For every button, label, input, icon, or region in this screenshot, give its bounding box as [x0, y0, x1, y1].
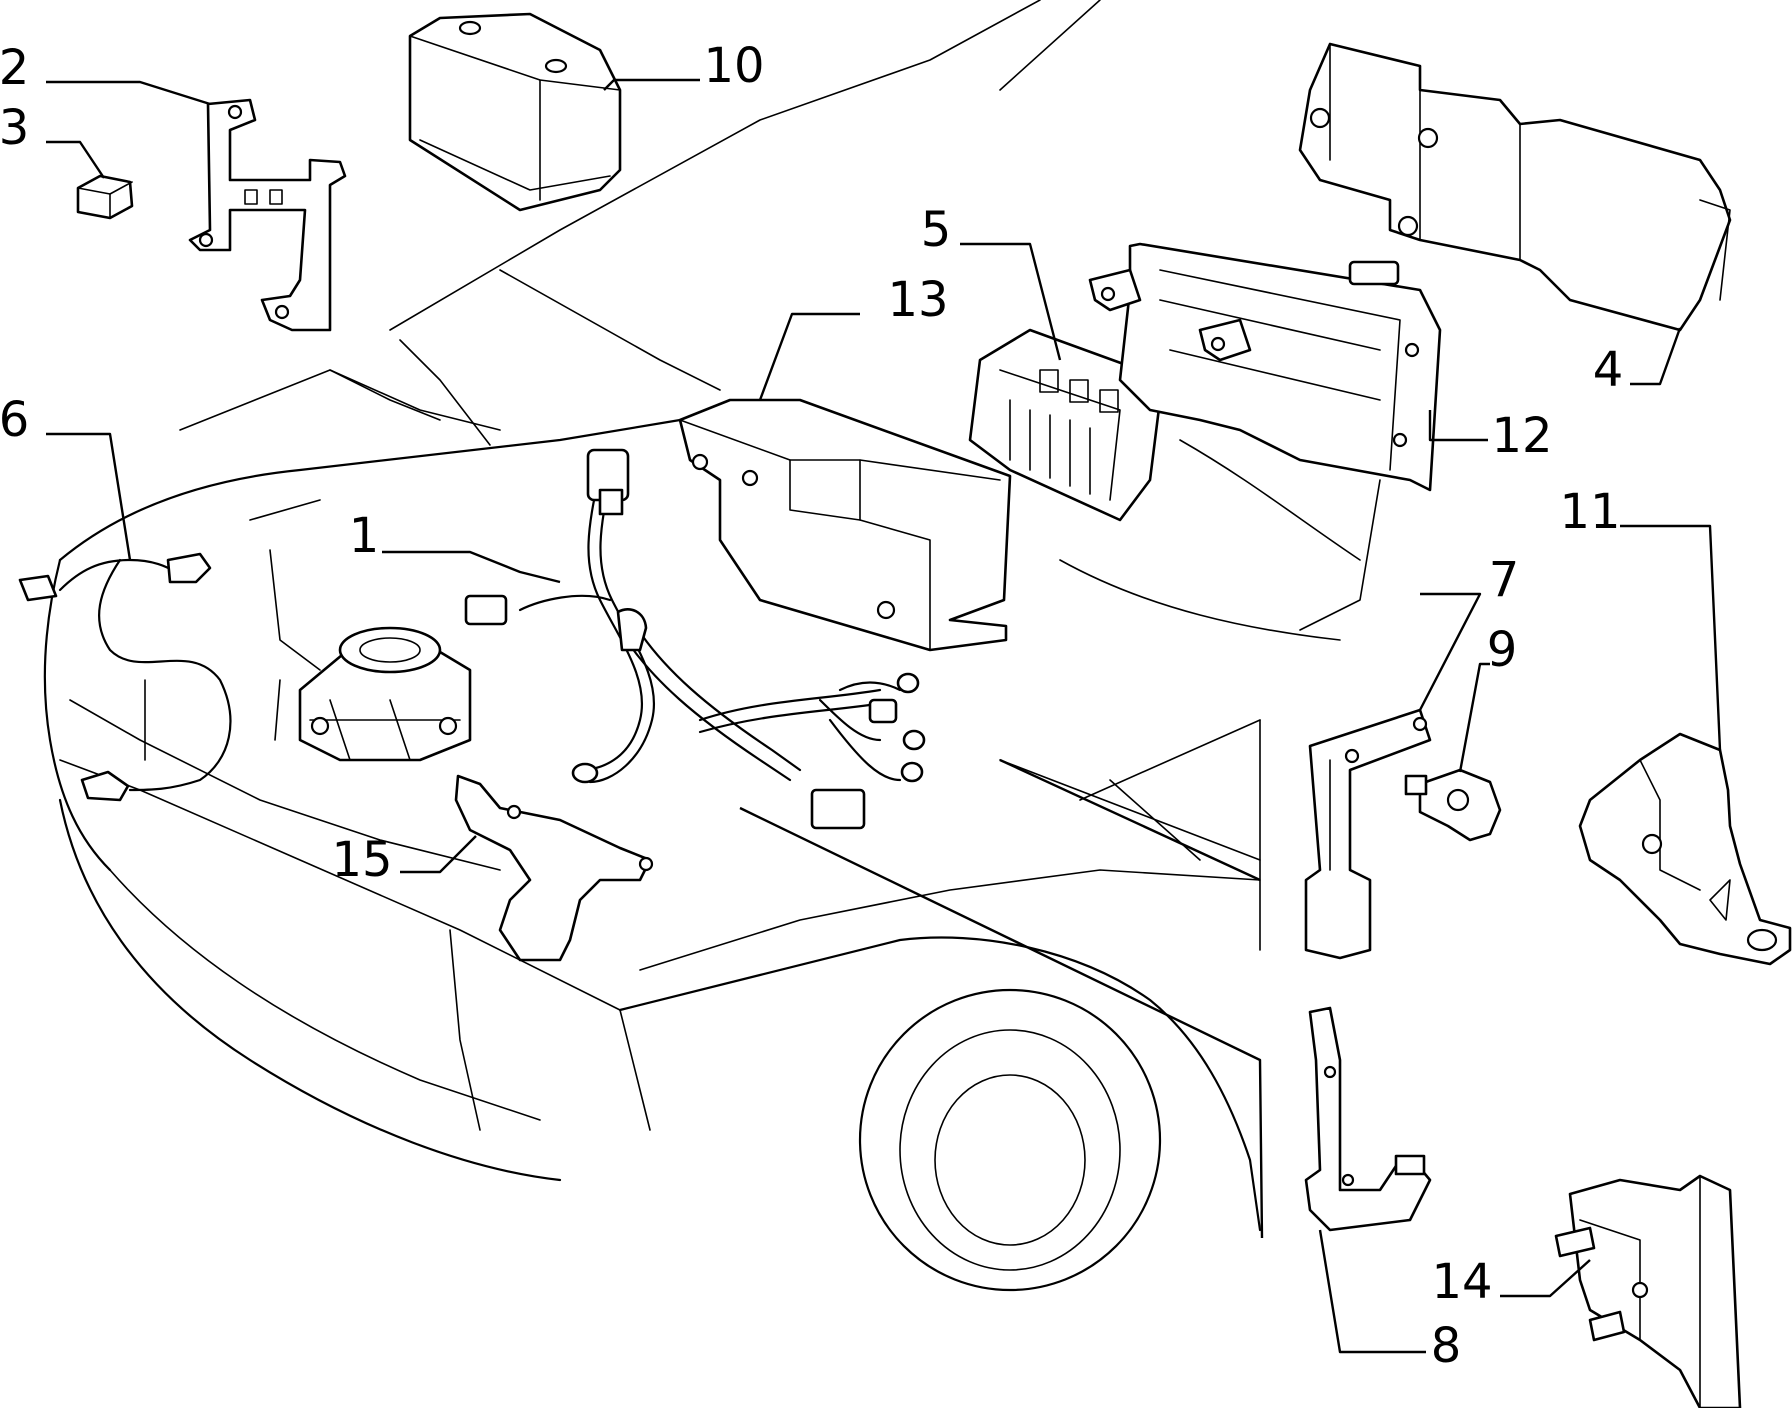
- callout-10: 10: [703, 38, 764, 94]
- part-6-sensor-cable: [18, 552, 232, 802]
- callout-2: 2: [0, 40, 29, 96]
- part-9-switch: [1404, 768, 1502, 842]
- part-4-control-unit: [1298, 42, 1732, 332]
- callout-labels: 1 2 3 4 5 6 7 8 9 10 11 12 13 14 15: [0, 38, 1623, 1374]
- callout-14: 14: [1431, 1254, 1492, 1310]
- part-13-ecu-housing: [678, 398, 1012, 652]
- callout-3: 3: [0, 100, 29, 156]
- callout-12: 12: [1491, 408, 1552, 464]
- leader-lines: [46, 78, 1722, 1354]
- part-10-cover: [408, 12, 622, 212]
- callout-5: 5: [921, 202, 952, 258]
- part-7-bracket: [1304, 708, 1432, 960]
- part-2-bracket: [188, 98, 347, 332]
- callout-11: 11: [1559, 484, 1620, 540]
- callout-15: 15: [331, 832, 392, 888]
- part-15-bracket: [454, 774, 654, 962]
- callout-4: 4: [1593, 342, 1624, 398]
- part-1-wiring-harness: [464, 448, 926, 830]
- carburettor-assembly: [269, 549, 472, 762]
- callout-8: 8: [1431, 1318, 1462, 1374]
- part-12-mounting-frame: [1088, 242, 1442, 492]
- callout-9: 9: [1487, 622, 1518, 678]
- part-3-relay: [76, 174, 134, 220]
- callout-13: 13: [887, 272, 948, 328]
- callout-6: 6: [0, 392, 29, 448]
- part-8-bracket: [1304, 1006, 1432, 1232]
- part-5-fuse-box: [968, 328, 1162, 522]
- callout-1: 1: [349, 508, 380, 564]
- part-11-bracket: [1578, 732, 1792, 966]
- part-14-plate: [1554, 1174, 1742, 1408]
- callout-7: 7: [1489, 552, 1520, 608]
